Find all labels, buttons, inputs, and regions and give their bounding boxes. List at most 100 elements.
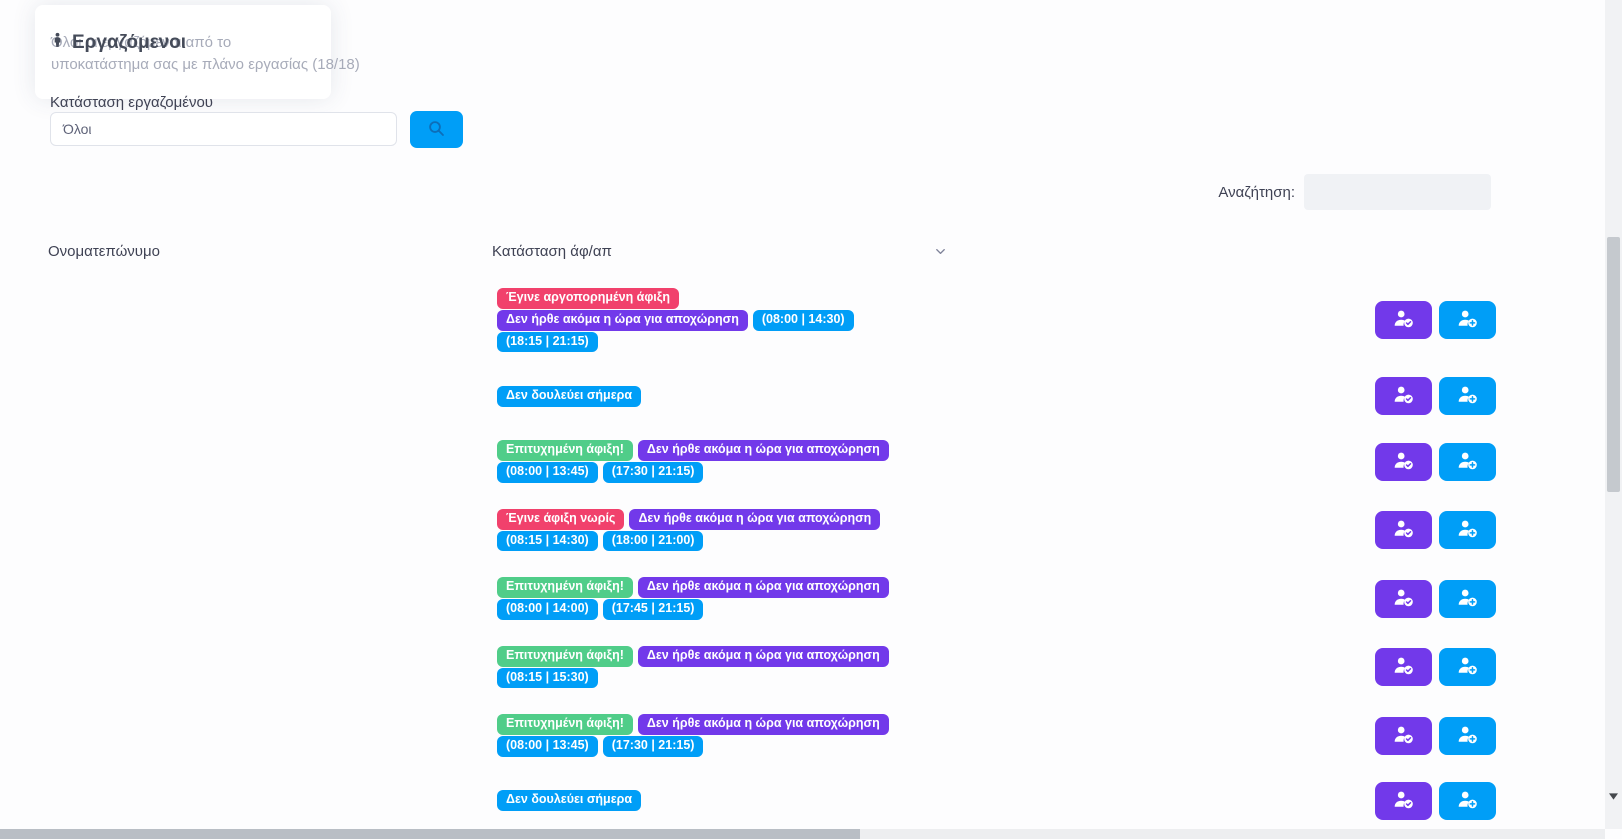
user-plus-button[interactable] (1439, 781, 1496, 820)
user-plus-icon (1456, 383, 1479, 409)
status-badge: (18:00 | 21:00) (602, 530, 704, 552)
status-badge: Έγινε άφιξη νωρίς (497, 508, 625, 530)
user-check-button[interactable] (1375, 716, 1432, 755)
user-plus-icon (1456, 517, 1479, 543)
status-badge-line: Επιτυχημένη άφιξη!Δεν ήρθε ακόμα η ώρα γ… (497, 440, 1375, 461)
user-check-button[interactable] (1375, 301, 1432, 340)
employee-status-cell: Δεν δουλεύει σήμερα (492, 385, 1375, 408)
user-plus-icon (1456, 307, 1479, 333)
row-actions (1375, 301, 1496, 340)
status-badge-line: Επιτυχημένη άφιξη!Δεν ήρθε ακόμα η ώρα γ… (497, 714, 1375, 735)
employee-status-cell: Δεν δουλεύει σήμερα (492, 789, 1375, 812)
horizontal-scrollbar-thumb[interactable] (0, 829, 860, 839)
user-check-icon (1392, 654, 1415, 680)
table-row: Δεν δουλεύει σήμερα (48, 365, 1496, 427)
status-badge: Δεν δουλεύει σήμερα (497, 790, 642, 812)
status-badge: (08:15 | 15:30) (497, 667, 598, 689)
page-title: Εργαζόμενοι (49, 30, 186, 56)
status-badge: (17:45 | 21:15) (602, 599, 704, 620)
status-badge: Επιτυχημένη άφιξη! (497, 645, 633, 667)
table-row: Επιτυχημένη άφιξη!Δεν ήρθε ακόμα η ώρα γ… (48, 564, 1496, 633)
user-plus-icon (1456, 788, 1479, 814)
user-plus-button[interactable] (1439, 377, 1496, 416)
user-check-icon (1392, 586, 1415, 612)
status-badge-line: Δεν δουλεύει σήμερα (497, 790, 1375, 812)
status-badge: (08:00 | 14:30) (752, 309, 854, 331)
filter-search-button[interactable] (410, 111, 463, 148)
user-plus-icon (1456, 654, 1479, 680)
table-header-row: Ονοματεπώνυμο Κατάσταση άφ/απ (48, 243, 1496, 260)
status-badge-line: Επιτυχημένη άφιξη!Δεν ήρθε ακόμα η ώρα γ… (497, 645, 1375, 667)
user-plus-button[interactable] (1439, 648, 1496, 686)
status-badge: Επιτυχημένη άφιξη! (497, 714, 633, 735)
status-badge: (18:15 | 21:15) (497, 331, 598, 353)
user-check-icon (1392, 383, 1415, 409)
page-title-text: Εργαζόμενοι (72, 32, 187, 53)
status-badge: (17:30 | 21:15) (602, 736, 704, 757)
row-actions (1375, 781, 1496, 820)
page-subtitle: Όλοι οι εργαζόμενοι από το υποκατάστημα … (51, 32, 391, 76)
status-badge: Έγινε αργοπορημένη άφιξη (497, 288, 679, 309)
row-actions (1375, 377, 1496, 416)
row-actions (1375, 579, 1496, 618)
status-badge-line: Έγινε αργοπορημένη άφιξη (497, 288, 1375, 309)
table-search-input[interactable] (1304, 174, 1491, 210)
vertical-scrollbar-thumb[interactable] (1607, 237, 1620, 492)
user-plus-icon (1456, 723, 1479, 749)
status-badge: Δεν δουλεύει σήμερα (497, 385, 642, 407)
employee-status-cell: Επιτυχημένη άφιξη!Δεν ήρθε ακόμα η ώρα γ… (492, 713, 1375, 758)
user-plus-button[interactable] (1439, 579, 1496, 618)
status-badge-line: (08:00 | 13:45)(17:30 | 21:15) (497, 736, 1375, 757)
status-badge: (08:00 | 13:45) (497, 736, 598, 757)
status-badge: Δεν ήρθε ακόμα η ώρα για αποχώρηση (637, 645, 889, 667)
page-subtitle-line1: Όλοι οι εργαζόμενοι από το (51, 34, 232, 51)
user-plus-button[interactable] (1439, 511, 1496, 549)
column-header-status[interactable]: Κατάσταση άφ/απ (492, 243, 1496, 260)
page-subtitle-line2: υποκατάστημα σας με πλάνο εργασίας (18/1… (51, 56, 360, 73)
user-check-button[interactable] (1375, 377, 1432, 416)
user-check-icon (1392, 788, 1415, 814)
status-badge: Δεν ήρθε ακόμα η ώρα για αποχώρηση (497, 309, 748, 331)
status-badge: Δεν ήρθε ακόμα η ώρα για αποχώρηση (637, 440, 889, 461)
user-check-button[interactable] (1375, 579, 1432, 618)
user-check-button[interactable] (1375, 442, 1432, 481)
status-badge: (08:15 | 14:30) (497, 530, 598, 552)
table-row: Επιτυχημένη άφιξη!Δεν ήρθε ακόμα η ώρα γ… (48, 427, 1496, 496)
status-badge-line: (08:15 | 15:30) (497, 667, 1375, 689)
status-filter-label: Κατάσταση εργαζομένου (50, 94, 214, 111)
status-badge-line: (18:15 | 21:15) (497, 331, 1375, 353)
row-actions (1375, 716, 1496, 755)
status-badge: Επιτυχημένη άφιξη! (497, 577, 633, 598)
status-filter-select[interactable]: Όλοι (50, 112, 397, 146)
vertical-scrollbar[interactable] (1605, 0, 1622, 829)
column-header-status-label: Κατάσταση άφ/απ (492, 243, 612, 260)
row-actions (1375, 511, 1496, 549)
status-badge-line: (08:15 | 14:30)(18:00 | 21:00) (497, 530, 1375, 552)
user-plus-button[interactable] (1439, 442, 1496, 481)
chevron-down-icon[interactable] (933, 244, 948, 263)
user-check-button[interactable] (1375, 781, 1432, 820)
column-header-name[interactable]: Ονοματεπώνυμο (48, 243, 160, 260)
scrollbar-corner (1605, 829, 1622, 839)
table-row: Επιτυχημένη άφιξη!Δεν ήρθε ακόμα η ώρα γ… (48, 633, 1496, 702)
user-check-button[interactable] (1375, 648, 1432, 686)
status-badge-line: Δεν ήρθε ακόμα η ώρα για αποχώρηση(08:00… (497, 309, 1375, 331)
employees-header-card: Όλοι οι εργαζόμενοι από το υποκατάστημα … (35, 5, 360, 99)
status-badge: Δεν ήρθε ακόμα η ώρα για αποχώρηση (637, 577, 889, 598)
user-plus-button[interactable] (1439, 716, 1496, 755)
status-badge-line: (08:00 | 13:45)(17:30 | 21:15) (497, 462, 1375, 483)
search-icon (426, 118, 447, 142)
user-plus-button[interactable] (1439, 301, 1496, 340)
user-plus-icon (1456, 449, 1479, 475)
person-icon (49, 30, 66, 56)
user-check-icon (1392, 307, 1415, 333)
horizontal-scrollbar[interactable] (0, 829, 1605, 839)
status-badge: Δεν ήρθε ακόμα η ώρα για αποχώρηση (629, 508, 881, 530)
user-check-button[interactable] (1375, 511, 1432, 549)
scroll-down-arrow-icon[interactable] (1605, 787, 1622, 805)
